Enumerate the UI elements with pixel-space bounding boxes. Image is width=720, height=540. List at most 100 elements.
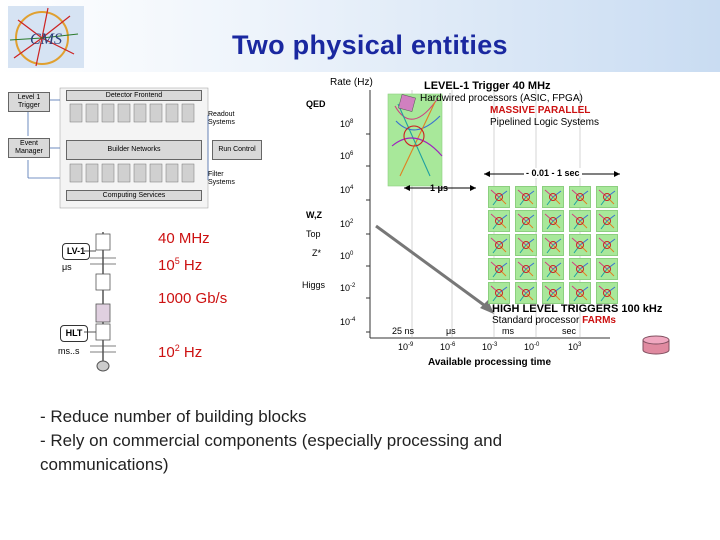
processor-cell	[542, 258, 564, 280]
level1-trigger-title: LEVEL-1 Trigger 40 MHz	[424, 80, 551, 92]
level1-trigger-box: Level 1 Trigger	[8, 92, 50, 112]
y-tick-label: 10-4	[340, 317, 356, 327]
page-title: Two physical entities	[232, 30, 508, 60]
x-tick-label: 10-9	[398, 342, 414, 352]
processor-cell	[515, 186, 537, 208]
physics-qed: QED	[306, 99, 326, 109]
x-axis-title: Available processing time	[428, 357, 552, 368]
processor-cell	[488, 234, 510, 256]
processor-cell	[542, 234, 564, 256]
hlt-standard-processor: Standard processor FARMs	[492, 315, 616, 326]
event-display-icon	[544, 237, 562, 254]
rate-1e5-hz: 105 Hz	[158, 256, 203, 274]
span-001-1s: - 0.01 - 1 sec	[524, 168, 582, 178]
processor-cell	[542, 210, 564, 232]
run-control-box: Run Control	[212, 140, 262, 160]
level1-massive-parallel: MASSIVE PARALLEL	[490, 105, 591, 116]
processor-cell	[488, 282, 510, 304]
event-display-icon	[598, 213, 616, 230]
level1-pipelined-text: Pipelined Logic Systems	[490, 117, 599, 128]
hlt-label: HLT	[60, 325, 88, 342]
physics-zstar: Z*	[312, 248, 321, 258]
rate-1e2-hz: 102 Hz	[158, 343, 203, 361]
event-display-icon	[571, 213, 589, 230]
event-display-icon	[517, 285, 535, 302]
detector-frontend-box: Detector Frontend	[66, 90, 202, 101]
event-display-icon	[490, 189, 508, 206]
x-top-tick-label: ms	[502, 326, 514, 336]
rate-40mhz: 40 MHz	[158, 230, 210, 247]
processor-cell	[569, 210, 591, 232]
processor-cell	[515, 234, 537, 256]
processor-cell	[515, 282, 537, 304]
processor-cell	[596, 186, 618, 208]
processor-cell	[488, 210, 510, 232]
event-manager-box: Event Manager	[8, 138, 50, 158]
event-display-icon	[544, 189, 562, 206]
cms-logo-icon: CMS	[8, 6, 84, 68]
event-display-icon	[571, 285, 589, 302]
x-top-tick-label: 25 ns	[392, 326, 415, 336]
bandwidth-1000gbs: 1000 Gb/s	[158, 290, 228, 307]
bullet-item: communications)	[40, 455, 169, 474]
x-tick-label: 10-6	[440, 342, 456, 352]
physics-top: Top	[306, 229, 321, 239]
farm-disk-icon	[642, 335, 670, 355]
y-tick-label: 104	[340, 185, 354, 195]
physics-wz: W,Z	[306, 210, 322, 220]
rate-plot-graphics	[366, 90, 670, 355]
processor-cell	[569, 186, 591, 208]
physics-higgs: Higgs	[302, 280, 326, 290]
y-tick-label: 100	[340, 251, 354, 261]
x-top-tick-label: sec	[562, 326, 577, 336]
bullet-item: - Rely on commercial components (especia…	[40, 431, 503, 450]
x-tick-label: 10-0	[524, 342, 540, 352]
hlt-title: HIGH LEVEL TRIGGERS 100 kHz	[492, 303, 663, 315]
y-tick-label: 10-2	[340, 283, 356, 293]
y-tick-label: 108	[340, 119, 354, 129]
event-display-icon	[544, 261, 562, 278]
processor-cell	[569, 282, 591, 304]
event-display-icon	[598, 261, 616, 278]
event-display-icon	[598, 285, 616, 302]
processor-cell	[596, 258, 618, 280]
event-display-icon	[571, 261, 589, 278]
level1-hardwired-text: Hardwired processors (ASIC, FPGA)	[420, 93, 583, 104]
lv1-label: LV-1	[62, 243, 90, 260]
x-top-tick-label: μs	[446, 326, 456, 336]
event-display-icon	[490, 285, 508, 302]
lv1-time: μs	[62, 262, 72, 272]
y-tick-label: 106	[340, 151, 354, 161]
header-banner: CMS Two physical entities	[0, 0, 720, 72]
event-display-icon	[517, 213, 535, 230]
y-tick-label: 102	[340, 219, 354, 229]
processor-cell	[569, 258, 591, 280]
span-1us: 1 μs	[430, 183, 449, 193]
processor-cell	[488, 258, 510, 280]
pipeline-drawing	[84, 232, 116, 372]
logo-text: CMS	[30, 31, 62, 48]
rate-axis-title: Rate (Hz)	[330, 77, 373, 88]
event-display-icon	[571, 189, 589, 206]
event-display-icon	[571, 237, 589, 254]
event-display-icon	[490, 261, 508, 278]
x-tick-label: 103	[568, 342, 582, 352]
processor-cell	[515, 258, 537, 280]
filter-systems-label: Filter Systems	[208, 171, 235, 186]
bullet-list: - Reduce number of building blocks - Rel…	[40, 405, 502, 477]
processor-cell	[542, 282, 564, 304]
processor-cell	[542, 186, 564, 208]
readout-systems-label: Readout Systems	[208, 111, 235, 126]
processor-cell	[569, 234, 591, 256]
event-display-icon	[490, 237, 508, 254]
event-display-icon	[598, 189, 616, 206]
x-tick-label: 10-3	[482, 342, 498, 352]
builder-networks-box: Builder Networks	[66, 140, 202, 160]
processor-cell	[596, 234, 618, 256]
event-display-icon	[598, 237, 616, 254]
event-display-icon	[517, 189, 535, 206]
hlt-time: ms..s	[58, 346, 80, 356]
processor-cell	[596, 282, 618, 304]
event-display-icon	[517, 237, 535, 254]
computing-services-box: Computing Services	[66, 190, 202, 201]
